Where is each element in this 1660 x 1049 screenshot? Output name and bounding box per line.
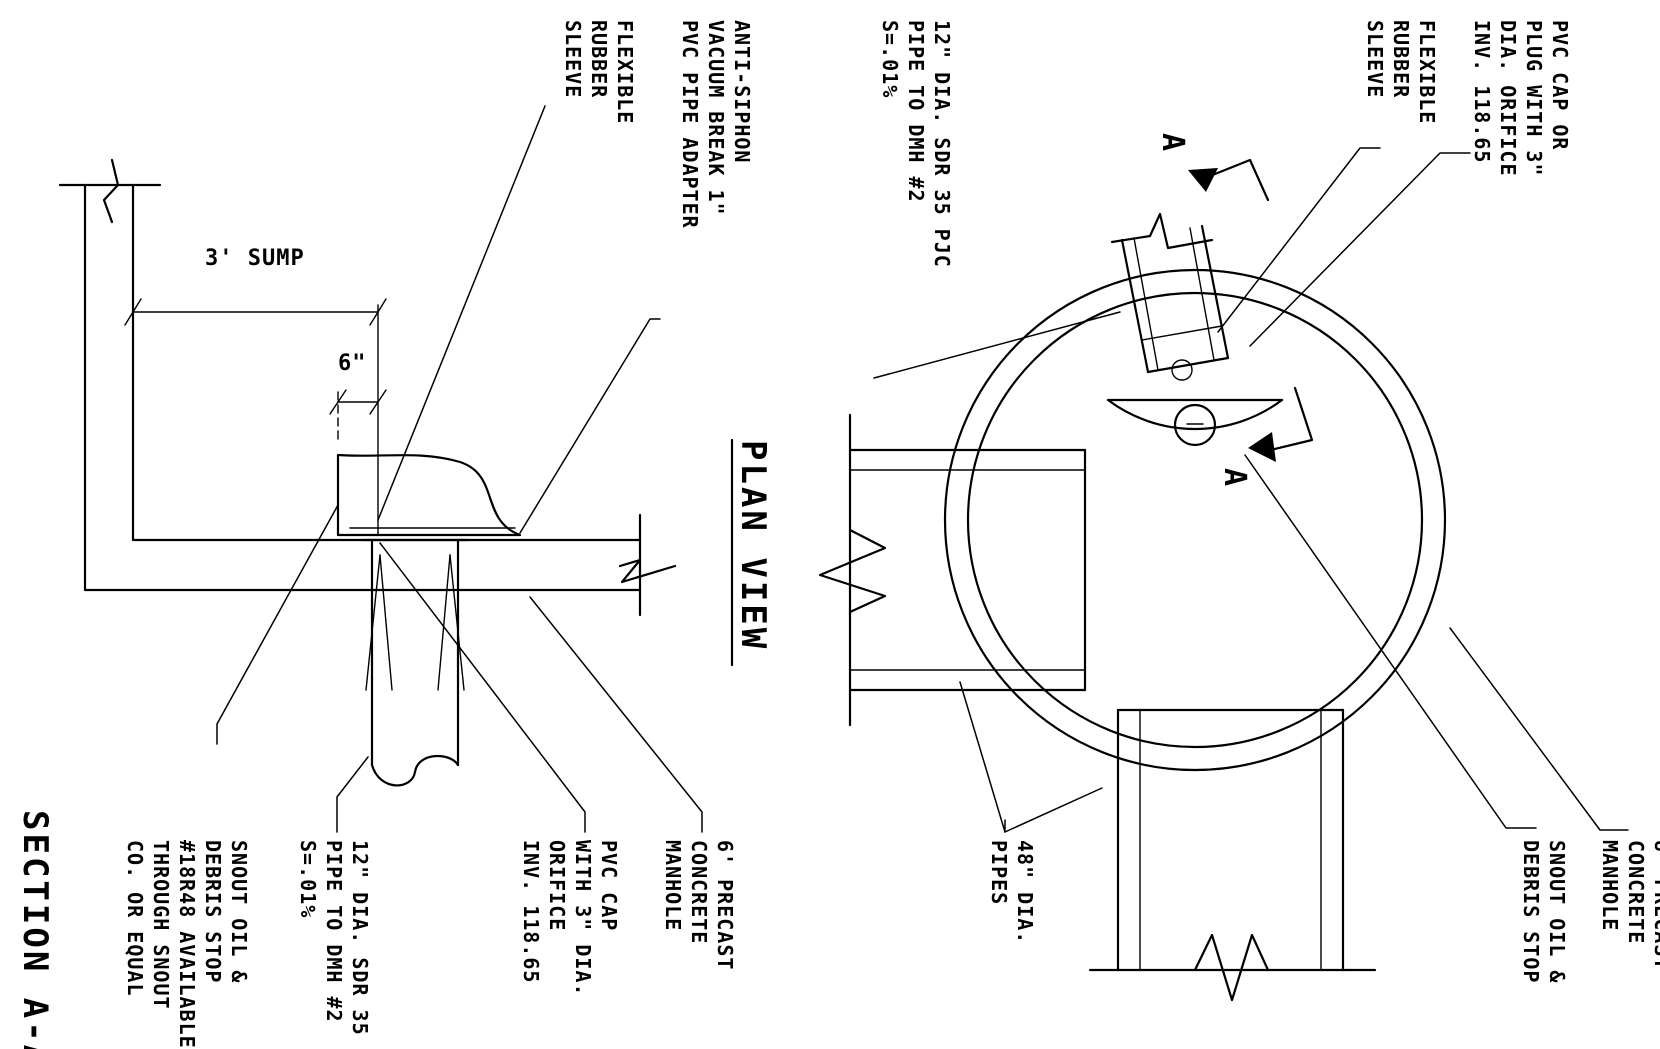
- label-line: CONCRETE: [1624, 840, 1648, 944]
- label-pvc-cap-plug: PVC CAP OR PLUG WITH 3" DIA. ORIFICE INV…: [1470, 20, 1572, 177]
- outlet-pipe-12in-section: [360, 538, 470, 787]
- label-snout-plan: SNOUT OIL & DEBRIS STOP: [1519, 840, 1569, 983]
- section-view: [58, 105, 703, 833]
- pipe-48in-bottom: [1088, 708, 1377, 1002]
- label-line: 48" DIA.: [1013, 840, 1037, 944]
- label-line: MANHOLE: [661, 840, 685, 931]
- label-line: WITH 3" DIA.: [571, 840, 595, 997]
- label-line: SNOUT OIL &: [227, 840, 251, 983]
- label-line: S=.01%: [878, 20, 902, 98]
- label-line: SLEEVE: [1363, 20, 1387, 98]
- label-line: DEBRIS STOP: [201, 840, 225, 983]
- label-line: ORIFICE: [545, 840, 569, 931]
- dimension-sump: [124, 298, 387, 536]
- outlet-pipe-12in-plan: [1110, 212, 1230, 381]
- label-precast-manhole-plan: 8' PRECAST CONCRETE MANHOLE: [1598, 840, 1660, 970]
- snout-hood-section: [336, 453, 522, 537]
- section-view-title: SECTION A-A: [15, 810, 55, 1049]
- dimension-offset-text: 6": [338, 351, 367, 376]
- label-line: 6' PRECAST: [713, 840, 737, 970]
- section-leaders: [216, 105, 703, 833]
- label-line: RUBBER: [1389, 20, 1413, 98]
- label-line: PLUG WITH 3": [1522, 20, 1546, 177]
- label-line: SLEEVE: [561, 20, 585, 98]
- plan-view-title: PLAN VIEW: [733, 440, 773, 651]
- label-flexible-sleeve-section: FLEXIBLE RUBBER SLEEVE: [561, 20, 637, 124]
- label-line: 8' PRECAST: [1650, 840, 1660, 970]
- label-line: CONCRETE: [687, 840, 711, 944]
- label-line: PVC PIPE ADAPTER: [678, 20, 702, 229]
- label-line: PIPES: [987, 840, 1011, 905]
- label-48in-pipes: 48" DIA. PIPES: [987, 840, 1037, 944]
- label-line: FLEXIBLE: [613, 20, 637, 124]
- label-flexible-sleeve-plan: FLEXIBLE RUBBER SLEEVE: [1363, 20, 1439, 124]
- label-line: PVC CAP: [597, 840, 621, 931]
- precast-manhole-6ft-wall: [58, 158, 677, 617]
- label-line: S=.01%: [296, 840, 320, 918]
- label-line: VACUUM BREAK 1": [704, 20, 728, 216]
- plan-leaders: [873, 147, 1629, 833]
- label-outlet-pipe-section: 12" DIA. SDR 35 PIPE TO DMH #2 S=.01%: [296, 840, 372, 1036]
- section-letter-bottom: A: [1217, 468, 1252, 487]
- label-line: INV. 118.65: [1470, 20, 1494, 163]
- label-line: SNOUT OIL &: [1545, 840, 1569, 983]
- section-letter-top: A: [1155, 133, 1190, 152]
- label-line: FLEXIBLE: [1415, 20, 1439, 124]
- label-line: ANTI-SIPHON: [730, 20, 754, 163]
- label-line: PIPE TO DMH #2: [904, 20, 928, 203]
- precast-manhole-8ft: [943, 268, 1447, 772]
- label-line: PVC CAP OR: [1548, 20, 1572, 150]
- label-line: 12" DIA. SDR 35 PJC: [930, 20, 954, 268]
- label-line: 12" DIA. SDR 35: [348, 840, 372, 1036]
- dimension-sump-text: 3' SUMP: [205, 246, 305, 271]
- section-cut-marker-bottom: [1248, 386, 1314, 462]
- label-outlet-pipe-plan: 12" DIA. SDR 35 PJC PIPE TO DMH #2 S=.01…: [878, 20, 954, 268]
- label-line: INV. 118.65: [519, 840, 543, 983]
- label-line: DIA. ORIFICE: [1496, 20, 1520, 177]
- label-line: CO. OR EQUAL: [123, 840, 147, 997]
- plan-view: [818, 147, 1629, 1002]
- label-line: #18R48 AVAILABLE: [175, 840, 199, 1049]
- snout-hood: [1106, 398, 1284, 447]
- label-pvc-cap-section: PVC CAP WITH 3" DIA. ORIFICE INV. 118.65: [519, 840, 621, 997]
- label-snout-section: SNOUT OIL & DEBRIS STOP #18R48 AVAILABLE…: [123, 840, 251, 1049]
- dimension-offset: [329, 389, 387, 441]
- plan-view-title-group: PLAN VIEW: [730, 438, 773, 667]
- label-anti-siphon: ANTI-SIPHON VACUUM BREAK 1" PVC PIPE ADA…: [678, 20, 754, 229]
- section-cut-marker-top: [1188, 158, 1270, 202]
- label-line: MANHOLE: [1598, 840, 1622, 931]
- label-line: THROUGH SNOUT: [149, 840, 173, 1010]
- label-line: DEBRIS STOP: [1519, 840, 1543, 983]
- label-line: RUBBER: [587, 20, 611, 98]
- label-line: PIPE TO DMH #2: [322, 840, 346, 1023]
- pipe-48in-left: [818, 413, 1087, 727]
- label-precast-manhole-section: 6' PRECAST CONCRETE MANHOLE: [661, 840, 737, 970]
